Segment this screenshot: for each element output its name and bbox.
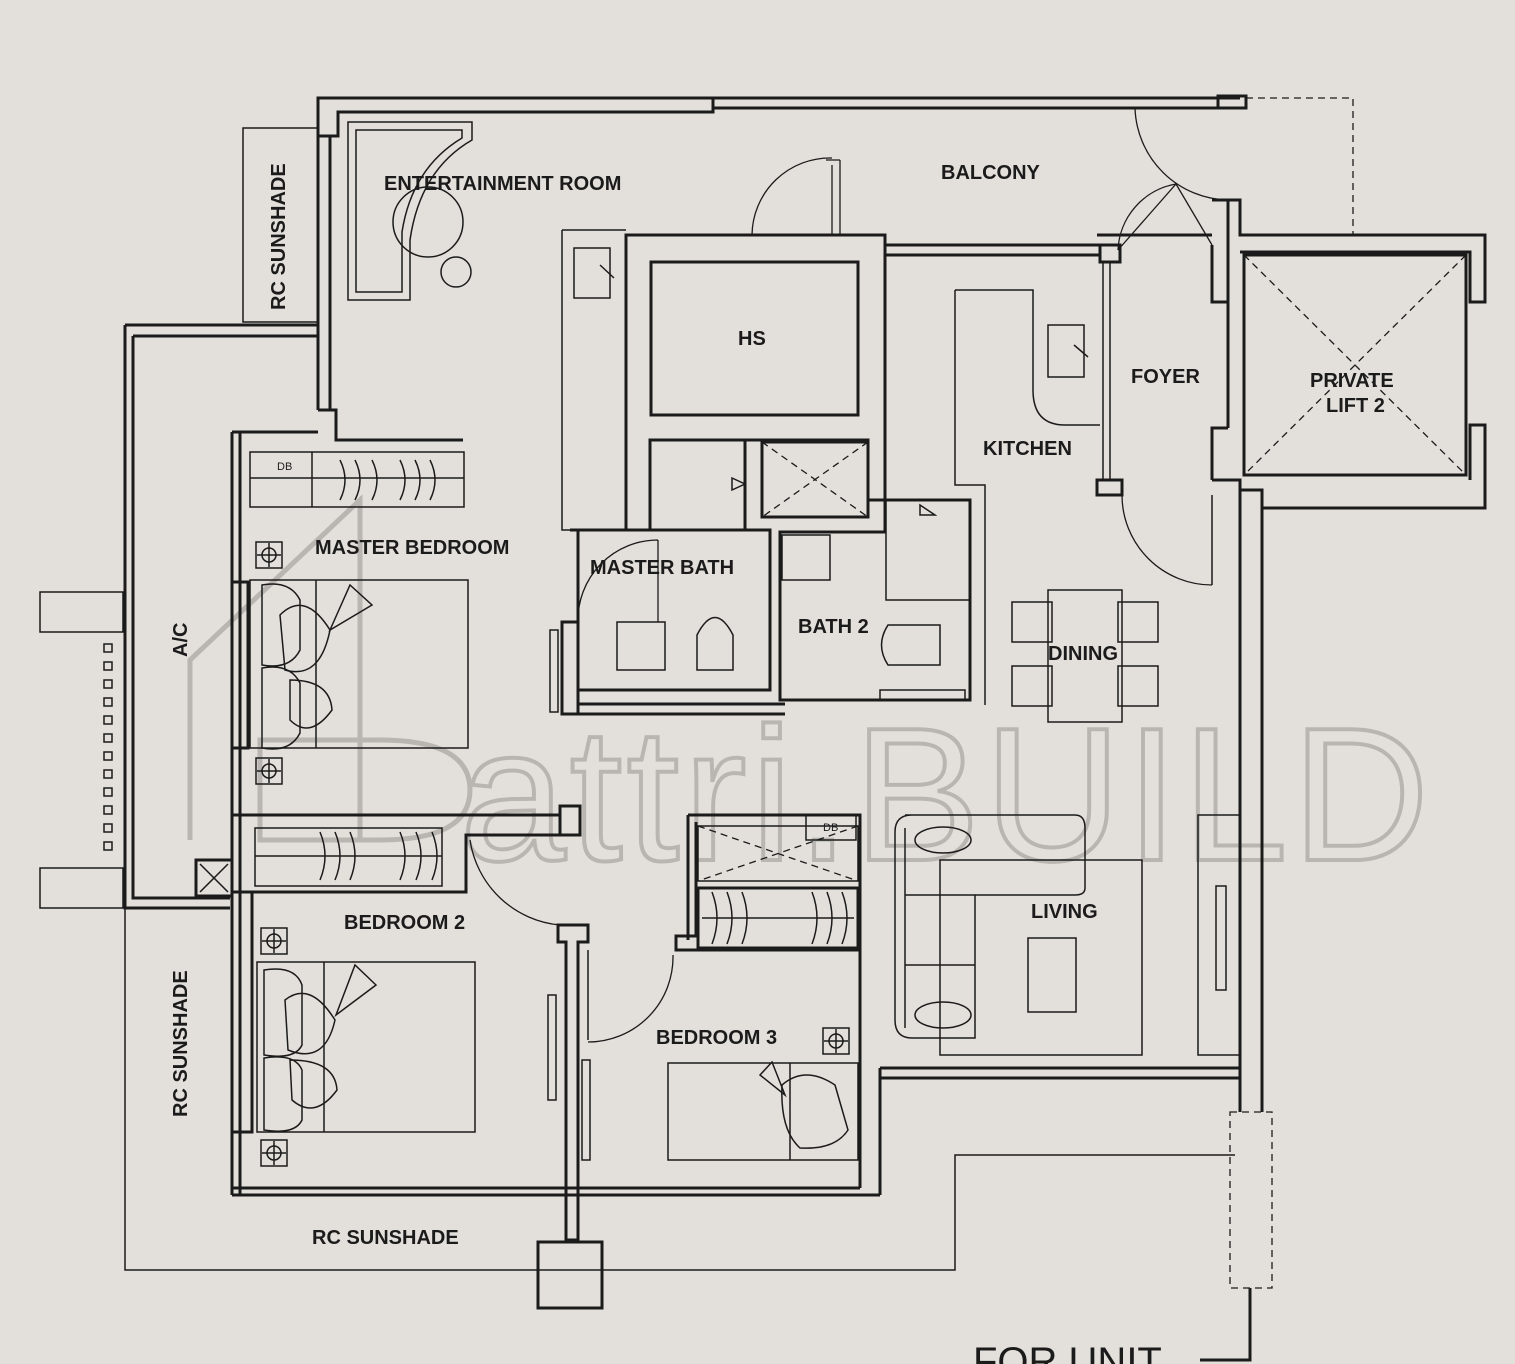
bedroom-3-furniture — [581, 813, 862, 1188]
label-master-bath: MASTER BATH — [590, 557, 734, 579]
bottom-planter — [536, 1240, 604, 1310]
label-balcony: BALCONY — [941, 162, 1041, 184]
label-for-unit: FOR UNIT — [973, 1340, 1162, 1364]
bath-2 — [778, 498, 972, 702]
shower-box — [760, 440, 870, 519]
label-hs: HS — [738, 328, 766, 350]
room-labels: ENTERTAINMENT ROOM BALCONY HS FOYER PRIV… — [170, 162, 1394, 1364]
label-bedroom-3: BEDROOM 3 — [656, 1027, 777, 1049]
label-private-lift-2: LIFT 2 — [1326, 395, 1385, 417]
interior-walls — [624, 198, 1487, 532]
label-bedroom-2: BEDROOM 2 — [344, 912, 465, 934]
living-furniture — [894, 814, 1241, 1056]
balcony-doors — [751, 107, 1229, 251]
master-bedroom-furniture — [232, 451, 469, 812]
label-living: LIVING — [1031, 901, 1098, 923]
entertainment-furniture — [347, 121, 473, 301]
master-bath — [549, 440, 785, 716]
label-db-bedroom3: DB — [823, 822, 838, 834]
label-kitchen: KITCHEN — [983, 438, 1072, 460]
label-ac: A/C — [170, 623, 192, 657]
bedroom-2-furniture — [232, 804, 590, 1242]
label-master-bedroom: MASTER BEDROOM — [315, 537, 509, 559]
label-bath-2: BATH 2 — [798, 616, 869, 638]
dining-table — [1011, 589, 1159, 723]
label-rc-sunshade-top: RC SUNSHADE — [268, 163, 290, 310]
ac-ledge — [39, 323, 318, 910]
kitchen-fixtures — [561, 229, 1213, 705]
label-dining: DINING — [1048, 643, 1118, 665]
label-entertainment-room: ENTERTAINMENT ROOM — [384, 173, 621, 195]
label-foyer: FOYER — [1131, 366, 1200, 388]
label-private-lift-1: PRIVATE — [1310, 370, 1394, 392]
label-db-master: DB — [277, 461, 292, 473]
watermark: attri.BUILD — [187, 494, 1433, 903]
label-rc-sunshade-bottom: RC SUNSHADE — [312, 1227, 459, 1249]
watermark-text: attri.BUILD — [460, 689, 1433, 901]
label-rc-sunshade-left: RC SUNSHADE — [170, 970, 192, 1117]
